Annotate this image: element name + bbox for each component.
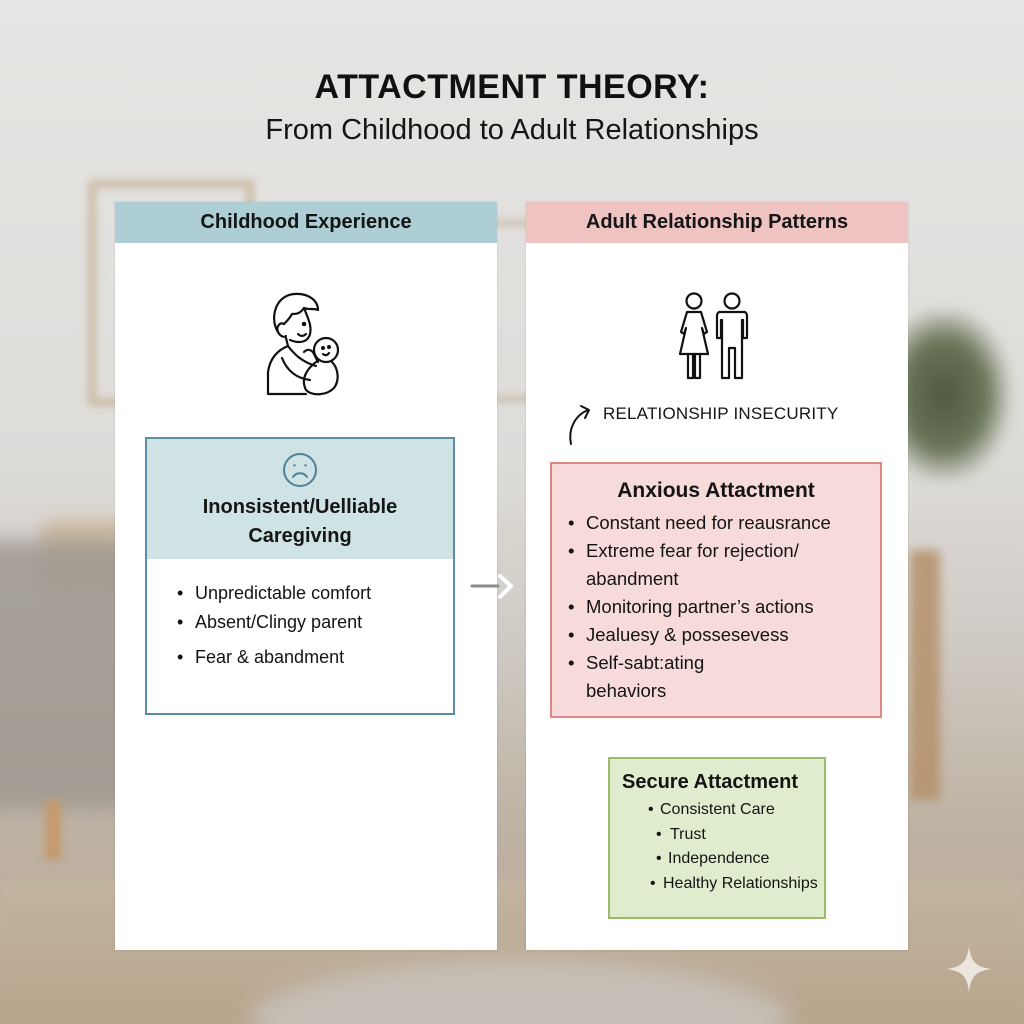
inconsistent-caregiving-box: Inonsistent/Uelliable Caregiving Unpredi… xyxy=(145,437,455,715)
curved-arrow-icon xyxy=(569,405,590,445)
page-title: ATTACTMENT THEORY: xyxy=(314,68,710,106)
arrow-right-icon xyxy=(470,574,513,599)
page-subtitle: From Childhood to Adult Relationships xyxy=(265,114,759,146)
list-item: Absent/Clingy parent xyxy=(177,608,453,637)
anxious-attachment-box: Anxious Attactment Constant need for rea… xyxy=(550,462,882,718)
caregiving-title-line1: Inonsistent/Uelliable xyxy=(202,496,398,518)
parent-holding-baby-icon xyxy=(266,292,340,396)
caregiving-title-line2: Caregiving xyxy=(248,525,352,547)
secure-attachment-list: Consistent Care Trust Independence Healt… xyxy=(610,798,824,896)
list-item: Self-sabt:ating behaviors xyxy=(568,649,726,705)
list-item: Trust xyxy=(610,823,824,848)
sad-face-icon xyxy=(283,453,317,487)
sofa-leg xyxy=(45,800,61,860)
secure-attachment-box: Secure Attactment Consistent Care Trust … xyxy=(608,757,826,919)
adult-patterns-panel: Adult Relationship Patterns RELATIONSHIP… xyxy=(526,202,908,950)
list-item: Independence xyxy=(610,847,824,872)
anxious-attachment-title: Anxious Attactment xyxy=(617,479,815,502)
anxious-attachment-list: Constant need for reausrance Extreme fea… xyxy=(552,509,880,705)
sparkle-icon xyxy=(946,946,992,992)
secure-attachment-title: Secure Attactment xyxy=(622,771,798,793)
list-item: Jealuesy & possesevess xyxy=(568,621,880,649)
list-item: Healthy Relationships xyxy=(610,872,824,897)
list-item: Fear & abandment xyxy=(177,643,453,672)
caregiving-list: Unpredictable comfort Absent/Clingy pare… xyxy=(147,559,453,672)
relationship-insecurity-label: RELATIONSHIP INSECURITY xyxy=(603,404,839,423)
plant-stand xyxy=(910,550,940,800)
childhood-panel-header: Childhood Experience xyxy=(115,202,497,243)
plant xyxy=(900,310,1010,480)
relationship-insecurity: RELATIONSHIP INSECURITY xyxy=(566,400,886,450)
list-item: Consistent Care xyxy=(610,798,824,823)
adult-panel-header: Adult Relationship Patterns xyxy=(526,202,908,243)
caregiving-title: Inonsistent/Uelliable Caregiving xyxy=(147,493,453,551)
list-item: Constant need for reausrance xyxy=(568,509,880,537)
caregiving-box-header: Inonsistent/Uelliable Caregiving xyxy=(147,439,453,559)
list-item: Monitoring partner’s actions xyxy=(568,593,880,621)
childhood-panel: Childhood Experience Inonsistent/Uelliab… xyxy=(115,202,497,950)
list-item: Unpredictable comfort xyxy=(177,579,453,608)
couple-icon xyxy=(678,292,749,380)
list-item: Extreme fear for rejection/ abandment xyxy=(568,537,816,593)
